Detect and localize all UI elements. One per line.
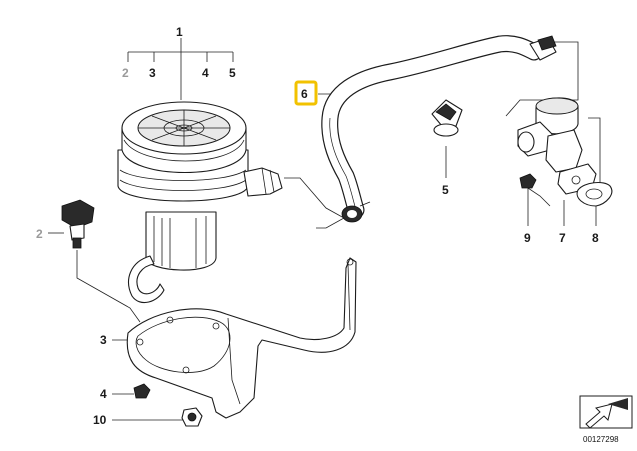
gasket-icon [576, 181, 613, 207]
callout-3-top: 3 [149, 66, 156, 80]
nut-icon [133, 173, 537, 427]
callout-7: 7 [559, 231, 566, 245]
document-number: 00127298 [583, 435, 619, 444]
callout-1: 1 [176, 25, 183, 39]
callout-6: 6 [301, 87, 308, 101]
callout-5-right: 5 [442, 183, 449, 197]
bracket-icon [126, 257, 357, 419]
air-pump-icon [117, 101, 283, 304]
leader-lines [48, 38, 601, 421]
callout-8: 8 [592, 231, 599, 245]
callout-5-top: 5 [229, 66, 236, 80]
callout-9: 9 [524, 231, 531, 245]
hose-icon [321, 35, 557, 223]
callout-2-left: 2 [36, 227, 43, 241]
sensor-plug-icon [61, 199, 95, 249]
callout-6-highlight [294, 80, 318, 106]
callout-2-top: 2 [122, 66, 129, 80]
callout-labels: 1 2 3 4 5 6 5 2 9 7 8 3 4 10 [36, 25, 599, 427]
callout-4-top: 4 [202, 66, 209, 80]
clamp-icon [431, 99, 463, 137]
arrow-corner-icon [579, 395, 633, 429]
callout-3-left: 3 [100, 333, 107, 347]
callout-4-left: 4 [100, 387, 107, 401]
callout-10: 10 [93, 413, 107, 427]
